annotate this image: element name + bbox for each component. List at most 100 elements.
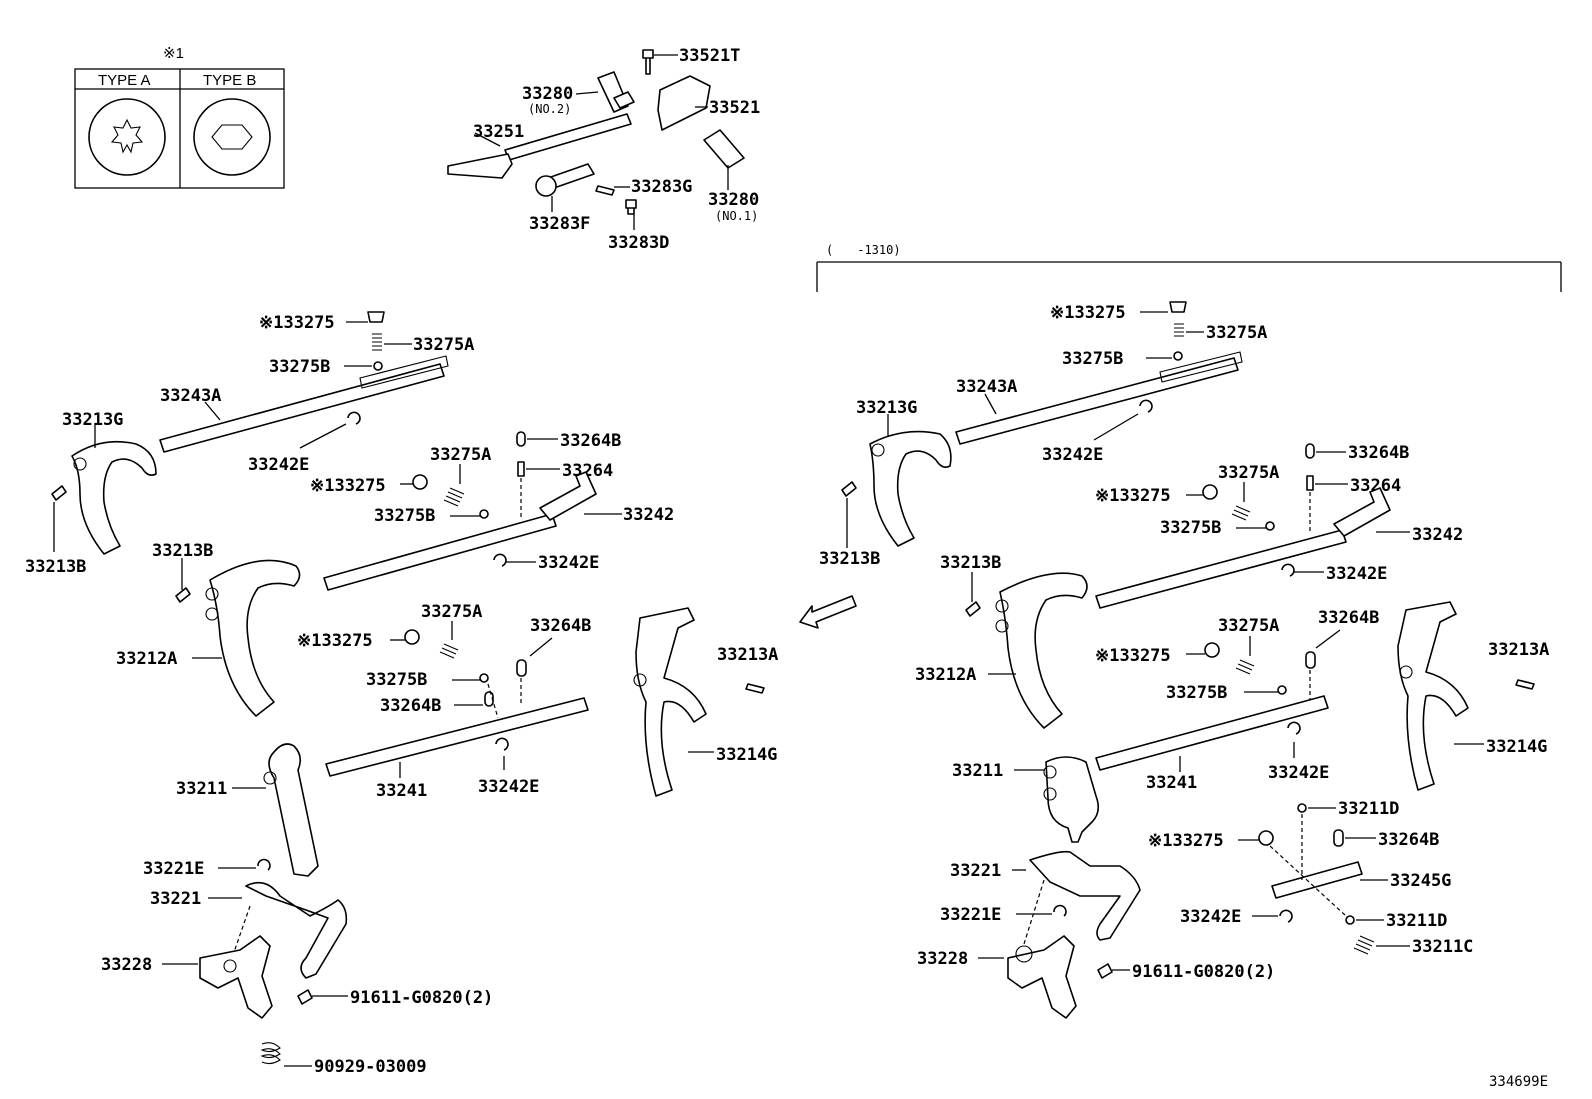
label-r-33264: 33264 (1350, 476, 1401, 496)
label-33228: 33228 (101, 955, 152, 975)
label-r-33275-top: ※133275 (1050, 303, 1126, 323)
label-r-33275A-mid: 33275A (1218, 463, 1279, 483)
label-33521: 33521 (709, 98, 760, 118)
label-33213A: 33213A (717, 645, 778, 665)
label-33275B-low: 33275B (366, 670, 427, 690)
label-r-33241: 33241 (1146, 773, 1197, 793)
r-bracket-33228-icon (1007, 935, 1077, 1019)
label-r-33264B-c: 33264B (1378, 830, 1439, 850)
fork-33214G-icon (635, 607, 707, 797)
spring-icon (372, 333, 382, 351)
ball-icon (373, 361, 383, 371)
label-r-33211D-a: 33211D (1338, 799, 1399, 819)
label-33275A-low: 33275A (421, 602, 482, 622)
label-r-33245G: 33245G (1390, 871, 1451, 891)
lever-33221-icon (245, 881, 348, 979)
label-33221E: 33221E (143, 859, 204, 879)
legend-type-a: TYPE A (98, 72, 151, 89)
fork-33212A-icon (209, 559, 301, 717)
label-33242E-c: 33242E (478, 777, 539, 797)
label-33275B-top: 33275B (269, 357, 330, 377)
direction-arrow-icon (799, 595, 857, 629)
r-lever-33211-icon (1045, 756, 1100, 843)
type-a-washer-icon (88, 98, 166, 176)
label-33264: 33264 (562, 461, 613, 481)
label-r-33221: 33221 (950, 861, 1001, 881)
label-33213B-a: 33213B (25, 557, 86, 577)
label-33280-no2-sub: (NO.2) (528, 102, 571, 116)
r-shaft-33245G-icon (1271, 861, 1363, 899)
plug-33275-icon (367, 311, 385, 323)
r-fork-33214G-icon (1397, 601, 1469, 791)
label-33275B-mid: 33275B (374, 506, 435, 526)
label-33283G: 33283G (631, 177, 692, 197)
hex-head-icon (211, 124, 253, 150)
label-33280-no1: 33280 (708, 190, 759, 210)
label-33242E-b: 33242E (538, 553, 599, 573)
label-r-33213A: 33213A (1488, 640, 1549, 660)
shaft-33242-icon (323, 513, 557, 591)
label-33275-top: ※133275 (259, 313, 335, 333)
label-r-33275-mid: ※133275 (1095, 486, 1171, 506)
label-r-33213G: 33213G (856, 398, 917, 418)
label-33264B-c: 33264B (380, 696, 441, 716)
label-33283D: 33283D (608, 233, 669, 253)
plug-33283D-icon (625, 199, 637, 215)
label-33221: 33221 (150, 889, 201, 909)
label-r-33242E-c: 33242E (1268, 763, 1329, 783)
lever-33211-icon (268, 743, 319, 877)
label-33242: 33242 (623, 505, 674, 525)
label-r-33275B-top: 33275B (1062, 349, 1123, 369)
label-33264B-a: 33264B (560, 431, 621, 451)
label-r-33275A-low: 33275A (1218, 616, 1279, 636)
r-lever-33221-icon (1029, 850, 1141, 941)
left-assembly: ※133275 33275A 33275B 33243A 33242E 3321… (25, 311, 778, 1077)
label-33213B-b: 33213B (152, 541, 213, 561)
label-r-33275B-mid: 33275B (1160, 518, 1221, 538)
label-33521T: 33521T (679, 46, 740, 66)
label-r-33243A: 33243A (956, 377, 1017, 397)
label-r-33214G: 33214G (1486, 737, 1547, 757)
label-33214G: 33214G (716, 745, 777, 765)
fork-33213G-icon (71, 440, 157, 555)
label-r-33211D-b: 33211D (1386, 911, 1447, 931)
label-33275-mid: ※133275 (310, 476, 386, 496)
range-note: ( -1310) (826, 243, 901, 257)
bracket-icon (657, 75, 711, 131)
plug-no1-icon (703, 129, 745, 169)
label-33251: 33251 (473, 122, 524, 142)
label-r-33242E-a: 33242E (1042, 445, 1103, 465)
legend-type-b: TYPE B (203, 72, 256, 89)
bolt-icon (642, 49, 654, 75)
label-33212A: 33212A (116, 649, 177, 669)
label-r-33212A: 33212A (915, 665, 976, 685)
r-shaft-33241-icon (1095, 695, 1329, 771)
label-r-33275-d: ※133275 (1148, 831, 1224, 851)
label-33243A: 33243A (160, 386, 221, 406)
label-33264B-b: 33264B (530, 616, 591, 636)
r-fork-33213G-icon (869, 430, 952, 547)
label-r-91611: 91611-G0820(2) (1132, 962, 1275, 982)
diagram-code: 334699E (1489, 1074, 1548, 1090)
label-r-33242: 33242 (1412, 525, 1463, 545)
bracket-33228-icon (199, 935, 273, 1019)
right-assembly: ※133275 33275A 33275B 33243A 33242E 3321… (819, 301, 1549, 1019)
label-33283F: 33283F (529, 214, 590, 234)
label-33213G: 33213G (62, 410, 123, 430)
pin-33283G-icon (595, 185, 615, 196)
label-33275A-top: 33275A (413, 335, 474, 355)
pin-33264-icon (517, 461, 525, 477)
label-33211: 33211 (176, 779, 227, 799)
label-r-33264B-b: 33264B (1318, 608, 1379, 628)
torx-head-icon (110, 118, 144, 154)
shaft-33241-icon (325, 697, 589, 777)
range-bracket: ( -1310) (816, 243, 1562, 292)
label-r-33213B-b: 33213B (940, 553, 1001, 573)
r-shaft-33243A-icon (955, 357, 1239, 445)
label-r-33242E-d: 33242E (1180, 907, 1241, 927)
label-33242E-a: 33242E (248, 455, 309, 475)
pin-33264B-icon (516, 431, 526, 447)
legend-mark: ※1 (163, 45, 184, 62)
label-90929: 90929-03009 (314, 1057, 427, 1077)
